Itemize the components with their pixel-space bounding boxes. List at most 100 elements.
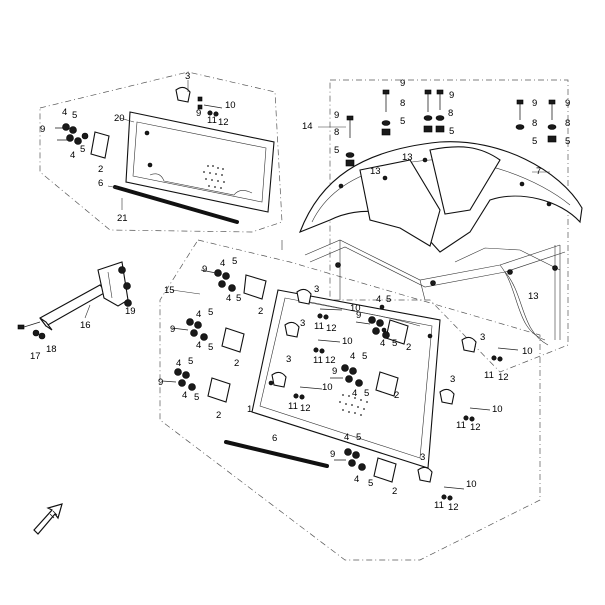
callout-18: 18 xyxy=(46,344,57,355)
callout-5: 5 xyxy=(356,432,361,443)
callout-8: 8 xyxy=(334,127,339,138)
callout-5: 5 xyxy=(532,136,537,147)
callout-5: 5 xyxy=(362,351,367,362)
callout-21: 21 xyxy=(117,213,128,224)
callout-5: 5 xyxy=(400,116,405,127)
callout-5: 5 xyxy=(392,338,397,349)
callout-6: 6 xyxy=(272,433,277,444)
callout-10: 10 xyxy=(466,479,477,490)
callout-2: 2 xyxy=(98,164,103,175)
rubber-strip-small xyxy=(113,185,239,224)
leader-lines xyxy=(84,80,550,319)
grab-handle-assembly xyxy=(17,261,132,340)
callout-9: 9 xyxy=(170,324,175,335)
rear-fender-body xyxy=(299,141,583,253)
callout-4: 4 xyxy=(176,358,181,369)
callout-2: 2 xyxy=(392,486,397,497)
callout-3: 3 xyxy=(420,452,425,463)
fender-fasteners xyxy=(345,89,557,167)
callout-4: 4 xyxy=(344,432,349,443)
callout-8: 8 xyxy=(532,118,537,129)
callout-4: 4 xyxy=(182,390,187,401)
callout-12: 12 xyxy=(300,403,311,414)
callout-5: 5 xyxy=(208,307,213,318)
callout-11: 11 xyxy=(314,321,324,332)
callout-11: 11 xyxy=(207,115,217,126)
callout-9: 9 xyxy=(332,366,337,377)
callout-9: 9 xyxy=(532,98,537,109)
callout-9: 9 xyxy=(565,98,570,109)
callout-2: 2 xyxy=(406,342,411,353)
callout-13: 13 xyxy=(370,166,381,177)
callout-15: 15 xyxy=(164,285,175,296)
callout-5: 5 xyxy=(194,392,199,403)
callout-5: 5 xyxy=(72,110,77,121)
callout-4: 4 xyxy=(354,474,359,485)
callout-3: 3 xyxy=(185,71,190,82)
callout-17: 17 xyxy=(30,351,41,362)
callout-5: 5 xyxy=(368,478,373,489)
callout-12: 12 xyxy=(325,355,336,366)
callout-10: 10 xyxy=(492,404,503,415)
callout-4: 4 xyxy=(70,150,75,161)
callout-3: 3 xyxy=(480,332,485,343)
rear-subframe xyxy=(304,239,566,346)
callout-labels: 3 10 9 11 12 20 4 5 9 4 5 2 6 21 9 9 8 8… xyxy=(30,71,570,513)
callout-12: 12 xyxy=(448,502,459,513)
callout-11: 11 xyxy=(313,355,323,366)
callout-12: 12 xyxy=(498,372,509,383)
callout-12: 12 xyxy=(218,117,229,128)
callout-5: 5 xyxy=(208,342,213,353)
callout-2: 2 xyxy=(216,410,221,421)
lower-left-bracket-sets xyxy=(161,269,267,403)
callout-5: 5 xyxy=(80,144,85,155)
callout-8: 8 xyxy=(565,118,570,129)
callout-9: 9 xyxy=(158,377,163,388)
callout-5: 5 xyxy=(364,388,369,399)
callout-8: 8 xyxy=(448,108,453,119)
callout-2: 2 xyxy=(234,358,239,369)
callout-4: 4 xyxy=(352,388,357,399)
callout-11: 11 xyxy=(456,420,466,431)
callout-5: 5 xyxy=(334,145,339,156)
callout-12: 12 xyxy=(326,323,337,334)
callout-5: 5 xyxy=(449,126,454,137)
callout-10: 10 xyxy=(350,303,361,314)
callout-6: 6 xyxy=(98,178,103,189)
callout-9: 9 xyxy=(40,124,45,135)
callout-9: 9 xyxy=(202,264,207,275)
lower-group-boundary xyxy=(159,239,541,561)
callout-10: 10 xyxy=(342,336,353,347)
callout-3: 3 xyxy=(286,354,291,365)
callout-9: 9 xyxy=(196,108,201,119)
callout-19: 19 xyxy=(125,306,136,317)
callout-4: 4 xyxy=(376,294,381,305)
rubber-strip-large xyxy=(224,440,329,468)
callout-5: 5 xyxy=(188,356,193,367)
small-rack-panel xyxy=(125,111,275,213)
callout-10: 10 xyxy=(225,100,236,111)
callout-9: 9 xyxy=(356,310,361,321)
callout-16: 16 xyxy=(80,320,91,331)
callout-11: 11 xyxy=(434,500,444,511)
callout-5: 5 xyxy=(565,136,570,147)
callout-5: 5 xyxy=(386,294,391,305)
callout-11: 11 xyxy=(484,370,494,381)
callout-9: 9 xyxy=(400,78,405,89)
callout-3: 3 xyxy=(450,374,455,385)
callout-10: 10 xyxy=(522,346,533,357)
callout-14: 14 xyxy=(302,121,313,132)
callout-13: 13 xyxy=(528,291,539,302)
callout-4: 4 xyxy=(380,338,385,349)
callout-4: 4 xyxy=(196,309,201,320)
callout-4: 4 xyxy=(196,340,201,351)
callout-9: 9 xyxy=(334,110,339,121)
callout-9: 9 xyxy=(449,90,454,101)
callout-4: 4 xyxy=(62,107,67,118)
callout-9: 9 xyxy=(330,449,335,460)
upper-left-bracket-set xyxy=(55,86,223,159)
callout-2: 2 xyxy=(394,390,399,401)
callout-3: 3 xyxy=(300,318,305,329)
